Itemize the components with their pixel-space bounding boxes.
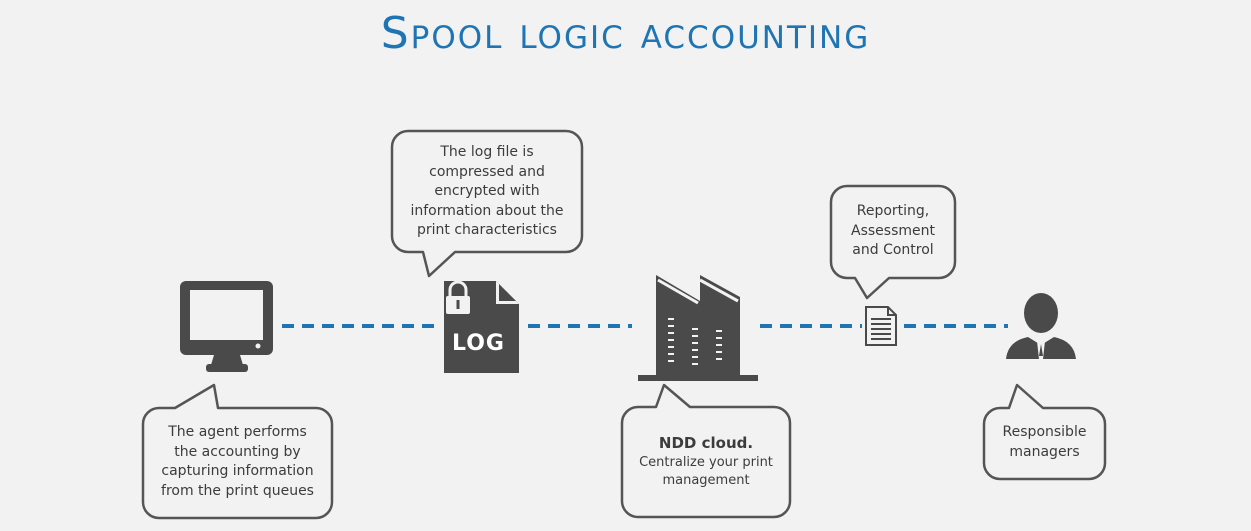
bubble-agent-text: The agent performs the accounting by cap… [143, 423, 332, 501]
bubble-reporting-text: Reporting, Assessment and Control [831, 202, 955, 261]
bubble-cloud-shape [620, 383, 792, 519]
bubble-agent-line: from the print queues [161, 482, 314, 499]
bubble-managers-shape [982, 383, 1107, 481]
bubble-reporting-line: and Control [852, 242, 934, 258]
user-manager-icon [1006, 293, 1076, 359]
bubble-agent-line: the accounting by [174, 443, 301, 460]
log-label: LOG [452, 331, 505, 356]
bubble-log-text: The log file is compressed and encrypted… [392, 143, 582, 241]
factory-building-icon [638, 275, 758, 381]
bubble-managers-line: Responsible [1002, 424, 1087, 440]
bubble-agent-line: The agent performs [168, 424, 307, 440]
bubble-cloud-line: Centralize your print [639, 454, 773, 470]
bubble-cloud-text: NDD cloud. Centralize your print managem… [622, 434, 790, 490]
log-file-lock-icon [444, 280, 519, 373]
bubble-cloud-line: management [662, 472, 750, 488]
bubble-cloud-heading: NDD cloud. [658, 434, 754, 452]
monitor-icon [180, 281, 273, 372]
bubble-reporting-line: Reporting, [856, 203, 930, 219]
bubble-log-line: compressed and [429, 163, 545, 180]
bubble-agent-shape [141, 383, 334, 520]
bubble-managers-text: Responsible managers [984, 423, 1105, 462]
bubble-log-line: encrypted with [434, 183, 540, 199]
bubble-log-line: print characteristics [417, 222, 557, 238]
page-title: Spool logic accounting [380, 8, 871, 59]
bubble-log-shape [390, 129, 584, 278]
bubble-reporting-shape [829, 184, 957, 300]
bubble-managers-line: managers [1009, 443, 1080, 460]
document-icon [865, 306, 897, 346]
bubble-reporting-line: Assessment [851, 222, 935, 239]
bubble-agent-line: capturing information [161, 463, 314, 479]
bubble-log-line: information about the [410, 202, 564, 219]
bubble-log-line: The log file is [440, 144, 534, 160]
